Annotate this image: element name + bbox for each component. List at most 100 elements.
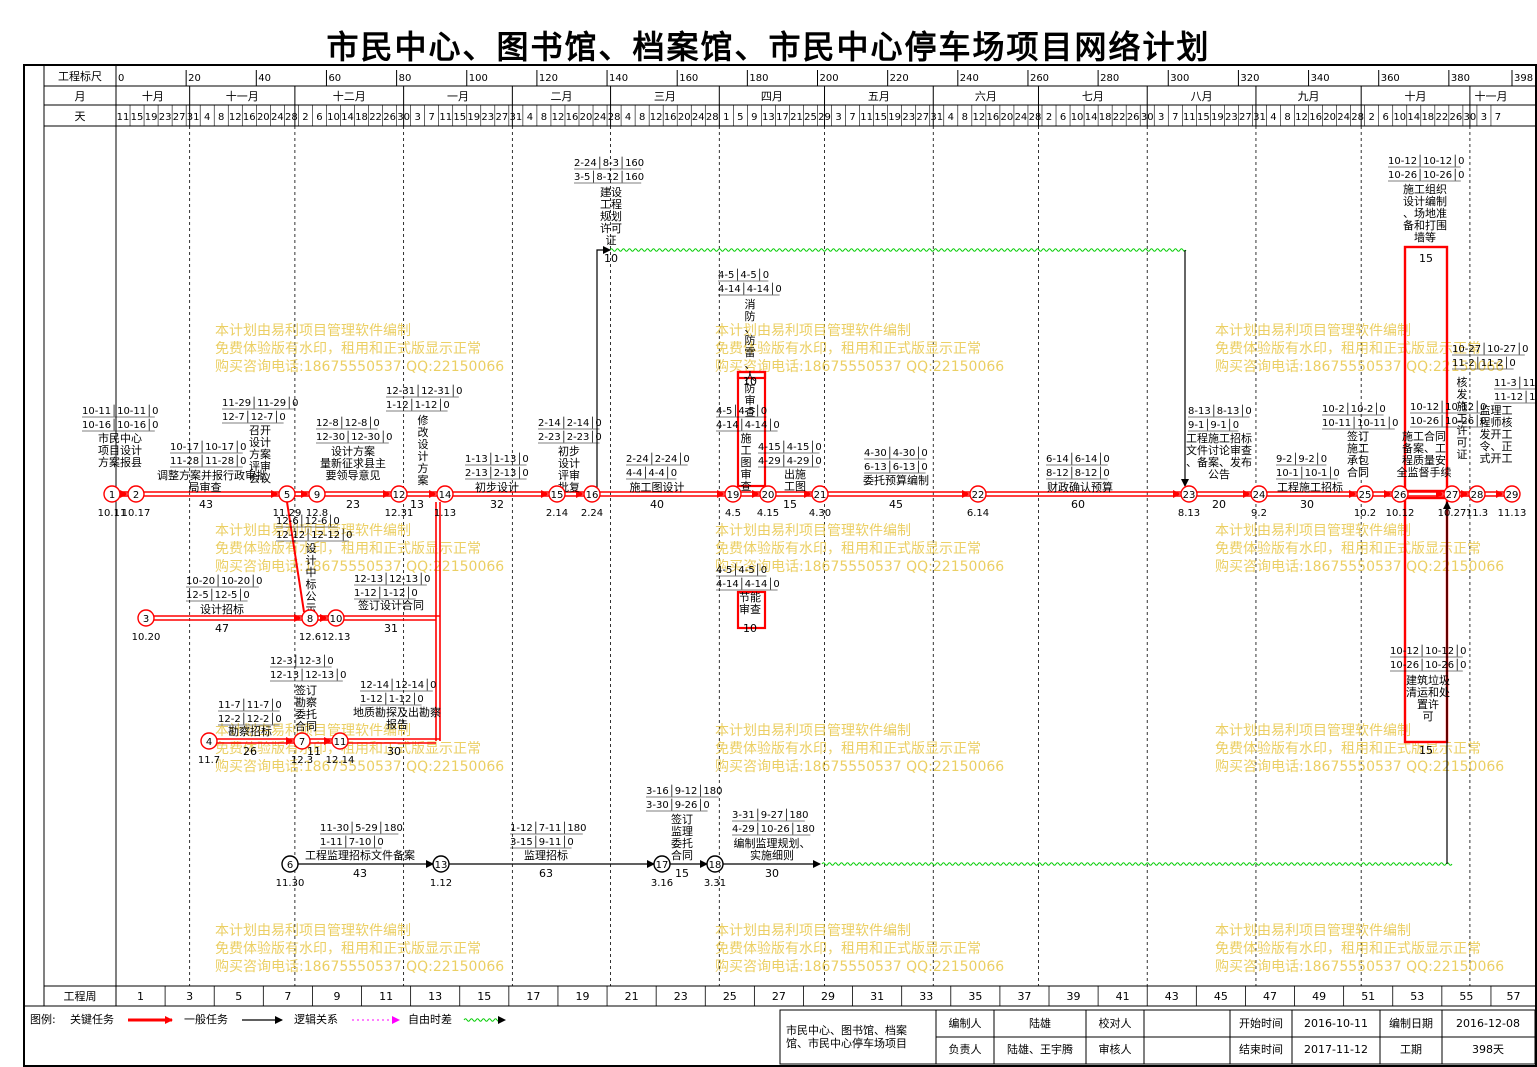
event-node-date: 11.30 <box>276 878 305 889</box>
event-node-17[interactable] <box>653 855 671 873</box>
event-node-14[interactable] <box>436 485 454 503</box>
task-name: 设计 <box>558 457 580 470</box>
day-label: 8 <box>541 112 547 123</box>
event-node-4[interactable] <box>200 732 218 750</box>
task-name: 标 <box>306 577 317 591</box>
task-name: 报告 <box>386 717 408 731</box>
watermark-line: 购买咨询电话:18675550537 QQ:22150066 <box>1215 759 1504 775</box>
task-time: 2-23│2-23│0 <box>538 430 602 443</box>
task-name: 许可 <box>600 222 622 235</box>
watermark-line: 购买咨询电话:18675550537 QQ:22150066 <box>215 959 504 975</box>
day-label: 28 <box>285 112 298 123</box>
day-row-label: 天 <box>75 110 86 123</box>
ruler-tick-label: 320 <box>1240 73 1259 84</box>
day-label: 6 <box>1383 112 1389 123</box>
event-node-18[interactable] <box>706 855 724 873</box>
event-node-number: 4 <box>206 737 212 748</box>
task-duration: 15 <box>1419 744 1433 757</box>
footer-owner-label: 负责人 <box>949 1042 982 1056</box>
event-node-8[interactable] <box>301 609 319 627</box>
event-node-12[interactable] <box>390 485 408 503</box>
month-label: 三月 <box>654 90 676 103</box>
footer-start: 2016-10-11 <box>1304 1017 1368 1030</box>
event-node-22[interactable] <box>969 485 987 503</box>
event-node-1[interactable] <box>103 485 121 503</box>
month-label: 十月 <box>142 89 164 103</box>
watermark-line: 购买咨询电话:18675550537 QQ:22150066 <box>715 359 1004 375</box>
event-node-16[interactable] <box>583 485 601 503</box>
ruler-tick-label: 380 <box>1451 73 1470 84</box>
task-time: 4-4│4-4│0 <box>626 466 677 479</box>
task-duration: 30 <box>1300 498 1314 511</box>
event-node-number: 25 <box>1359 490 1372 501</box>
event-node-26[interactable] <box>1391 485 1409 503</box>
task-duration: 13 <box>410 498 424 511</box>
day-label: 26 <box>1127 112 1140 123</box>
task-duration: 15 <box>675 867 689 880</box>
event-node-24[interactable] <box>1250 485 1268 503</box>
task-duration: 45 <box>889 498 903 511</box>
event-node-23[interactable] <box>1180 485 1198 503</box>
event-node-date: 4.30 <box>809 508 831 519</box>
legend-float-swatch <box>463 1018 501 1022</box>
day-label: 11 <box>1183 112 1196 123</box>
ruler-tick-label: 200 <box>820 73 839 84</box>
month-label: 一月 <box>447 90 469 103</box>
event-node-15[interactable] <box>548 485 566 503</box>
task-name: 查 <box>745 405 756 419</box>
task-time: 3-15│9-11│0 <box>510 835 574 848</box>
task-name: 召开 <box>249 424 271 437</box>
event-node-10[interactable] <box>327 609 345 627</box>
event-node-7[interactable] <box>293 732 311 750</box>
event-node-29[interactable] <box>1503 485 1521 503</box>
event-node-number: 10 <box>330 614 343 625</box>
ruler-tick-label: 340 <box>1311 73 1330 84</box>
event-node-5[interactable] <box>278 485 296 503</box>
event-node-13[interactable] <box>432 855 450 873</box>
task-duration: 31 <box>384 622 398 635</box>
event-node-3[interactable] <box>137 609 155 627</box>
footer-end: 2017-11-12 <box>1304 1043 1368 1056</box>
day-label: 2 <box>302 112 308 123</box>
task-name: 签订 <box>295 683 317 697</box>
watermark-line: 免费体验版有水印，租用和正式版显示正常 <box>715 341 981 357</box>
event-node-21[interactable] <box>811 485 829 503</box>
day-label: 25 <box>804 112 817 123</box>
task-time: 12-13│12-13│0 <box>354 572 431 585</box>
watermark-line: 购买咨询电话:18675550537 QQ:22150066 <box>715 959 1004 975</box>
day-label: 24 <box>271 112 284 123</box>
event-node-number: 6 <box>287 860 293 871</box>
day-label: 8 <box>962 112 968 123</box>
task-time: 3-31│9-27│180 <box>732 808 809 821</box>
task-duration: 30 <box>765 867 779 880</box>
event-node-2[interactable] <box>127 485 145 503</box>
day-label: 21 <box>790 112 803 123</box>
task-name: 计 <box>306 554 317 567</box>
watermark-layer: 本计划由易利项目管理软件编制免费体验版有水印，租用和正式版显示正常购买咨询电话:… <box>215 323 1504 975</box>
task-time: 9-1│9-1│0 <box>1188 418 1239 431</box>
task-name: 签订设计合同 <box>358 598 424 612</box>
event-node-19[interactable] <box>724 485 742 503</box>
day-label: 18 <box>355 112 368 123</box>
event-node-27[interactable] <box>1443 485 1461 503</box>
event-node-date: 12.3 <box>291 755 313 766</box>
week-label: 51 <box>1361 990 1375 1003</box>
event-node-11[interactable] <box>331 732 349 750</box>
week-label: 53 <box>1410 990 1424 1003</box>
event-node-28[interactable] <box>1468 485 1486 503</box>
event-node-6[interactable] <box>281 855 299 873</box>
event-node-date: 4.15 <box>757 508 779 519</box>
event-node-number: 15 <box>551 490 564 501</box>
week-label: 15 <box>477 990 491 1003</box>
watermark-line: 免费体验版有水印，租用和正式版显示正常 <box>215 941 481 957</box>
event-node-9[interactable] <box>308 485 326 503</box>
event-node-number: 13 <box>435 860 448 871</box>
event-node-number: 24 <box>1253 490 1266 501</box>
event-node-20[interactable] <box>759 485 777 503</box>
task-name: 设计 <box>249 436 271 449</box>
task-time: 12-8│12-8│0 <box>316 416 380 429</box>
event-node-25[interactable] <box>1356 485 1374 503</box>
legend-label: 图例: <box>30 1012 56 1026</box>
task-time: 1-12│1-12│0 <box>386 398 450 411</box>
